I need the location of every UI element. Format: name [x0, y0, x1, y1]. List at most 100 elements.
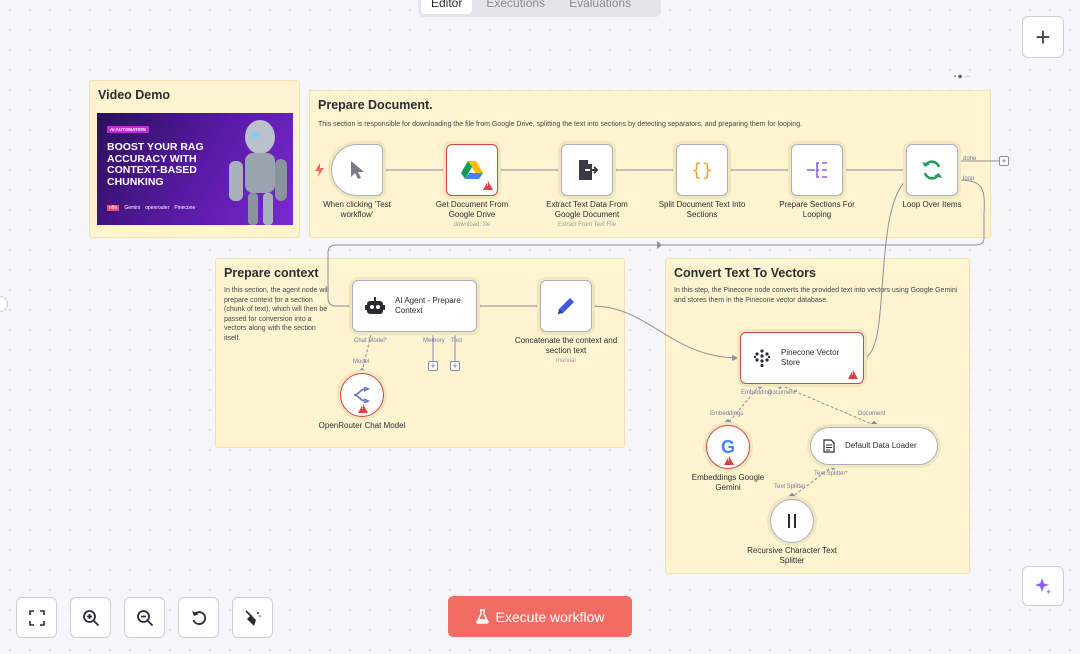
- flask-icon: [475, 609, 489, 624]
- tab-editor[interactable]: Editor: [421, 0, 473, 14]
- sticky-video-demo[interactable]: Video Demo AI AUTOMATION BOOST YOUR RAG …: [89, 80, 300, 238]
- loop-arrows-icon: [922, 160, 942, 180]
- fit-view-button[interactable]: [16, 597, 57, 638]
- logo-pinecone: Pinecone: [174, 205, 196, 211]
- node-subtitle: Extract From Text File: [557, 222, 617, 228]
- add-node-button[interactable]: +: [1022, 16, 1064, 58]
- node-recursive-splitter[interactable]: [770, 499, 814, 543]
- trigger-bolt-icon: [315, 163, 324, 177]
- thumbnail-headline: BOOST YOUR RAG ACCURACY WITH CONTEXT-BAS…: [107, 141, 204, 188]
- node-concatenate[interactable]: [540, 280, 592, 332]
- output-loop-label: loop: [963, 176, 975, 182]
- google-g-icon: G: [720, 436, 735, 457]
- tab-executions[interactable]: Executions: [486, 0, 546, 10]
- tidy-up-button[interactable]: [232, 597, 273, 638]
- robot-icon: [365, 297, 385, 314]
- node-extract-text[interactable]: [561, 144, 613, 196]
- node-label: OpenRouter Chat Model: [318, 421, 406, 430]
- robot-illustration-icon: [229, 120, 287, 225]
- handle-document-input-label: Document: [858, 411, 886, 417]
- node-subtitle: manual: [556, 358, 576, 364]
- sticky-title: Prepare context: [224, 266, 319, 280]
- node-openrouter[interactable]: [340, 373, 384, 417]
- reset-zoom-button[interactable]: [178, 597, 219, 638]
- connection-chat-model: [361, 329, 373, 373]
- connection-loop-back: [327, 179, 985, 307]
- node-label: Embeddings Google Gemini: [691, 473, 765, 492]
- node-label: Split Document Text Into Sections: [658, 200, 746, 219]
- ai-assistant-button[interactable]: [1022, 566, 1064, 606]
- node-ai-agent[interactable]: AI Agent - Prepare Context: [352, 280, 477, 332]
- code-braces-icon: {}: [691, 159, 713, 181]
- warning-icon: [848, 370, 858, 379]
- view-tabs: Editor Executions Evaluations: [418, 0, 661, 17]
- thumbnail-badge: AI AUTOMATION: [107, 126, 149, 133]
- handle-embeddings-label: Embeddings: [710, 411, 744, 417]
- sticky-prepare-document[interactable]: Prepare Document. This section is respon…: [309, 90, 991, 238]
- thumbnail-logos: n8n Gemini openrouter Pinecone: [107, 205, 195, 211]
- handle-text-splitter-label: Text Splitter*: [814, 471, 848, 477]
- connection-pinecone-loop: [863, 179, 907, 359]
- broom-icon: [244, 609, 261, 626]
- warning-icon: [358, 404, 368, 413]
- connection-splitter: [791, 465, 834, 498]
- zoom-out-button[interactable]: [124, 597, 165, 638]
- handle-memory-label: Memory: [423, 338, 445, 344]
- warning-icon: [483, 181, 493, 190]
- handle-tool-label: Tool: [451, 338, 463, 344]
- sticky-title: Convert Text To Vectors: [674, 266, 816, 280]
- sticky-description: In this section, the agent node will pre…: [224, 287, 330, 342]
- node-loop-over-items[interactable]: [906, 144, 958, 196]
- handle-chat-model-label: Chat Model*: [354, 338, 388, 344]
- node-embeddings-gemini[interactable]: G: [706, 425, 750, 469]
- sticky-description: In this step, the Pinecone node converts…: [674, 287, 958, 304]
- fullscreen-icon: [28, 609, 45, 626]
- add-memory-button[interactable]: +: [428, 361, 438, 371]
- connection-document: [779, 384, 875, 426]
- node-pinecone[interactable]: Pinecone Vector Store: [740, 332, 864, 384]
- node-label: Loop Over Items: [902, 200, 962, 209]
- execute-label: Execute workflow: [495, 608, 605, 625]
- pencil-icon: [558, 298, 574, 314]
- undo-icon: [191, 610, 206, 625]
- cursor-icon: [351, 161, 364, 179]
- node-label: Prepare Sections For Looping: [779, 200, 855, 219]
- zoom-out-icon: [136, 609, 153, 626]
- connection-embeddings: [727, 384, 761, 424]
- add-tool-button[interactable]: +: [450, 361, 460, 371]
- node-label: Default Data Loader: [845, 441, 917, 450]
- sticky-description: This section is responsible for download…: [318, 121, 803, 128]
- node-label: Extract Text Data From Google Document: [546, 200, 628, 219]
- zoom-in-button[interactable]: [70, 597, 111, 638]
- add-node-done-button[interactable]: +: [999, 156, 1009, 166]
- logo-gemini: Gemini: [124, 205, 141, 211]
- video-thumbnail[interactable]: AI AUTOMATION BOOST YOUR RAG ACCURACY WI…: [97, 113, 293, 225]
- execute-workflow-button[interactable]: Execute workflow: [448, 596, 632, 637]
- file-export-icon: [579, 160, 598, 180]
- sticky-title: Video Demo: [98, 88, 171, 102]
- logo-openrouter: openrouter: [145, 205, 170, 211]
- splitter-bars-icon: [788, 514, 796, 528]
- sticky-convert-vectors[interactable]: Convert Text To Vectors In this step, th…: [665, 258, 970, 574]
- node-google-drive[interactable]: [446, 144, 498, 196]
- zoom-in-icon: [82, 609, 99, 626]
- tab-evaluations[interactable]: Evaluations: [569, 0, 632, 10]
- node-split-sections[interactable]: {}: [676, 144, 728, 196]
- sparkle-icon: [1035, 578, 1051, 595]
- openrouter-icon: [353, 387, 371, 403]
- sticky-options-menu[interactable]: ▪ ◆ ···: [954, 74, 971, 80]
- handle-splitter-output-label: Text Splitter: [774, 484, 806, 490]
- node-prepare-looping[interactable]: [791, 144, 843, 196]
- document-icon: [823, 439, 835, 453]
- logo-n8n: n8n: [107, 205, 120, 211]
- connection-concat-pinecone: [591, 305, 741, 359]
- node-subtitle: download: file: [453, 222, 491, 228]
- node-label: AI Agent - Prepare Context: [395, 296, 461, 315]
- node-label: Concatenate the context and section text: [514, 336, 618, 355]
- node-data-loader[interactable]: Default Data Loader: [810, 427, 938, 465]
- node-manual-trigger[interactable]: [331, 144, 383, 196]
- google-drive-icon: [461, 161, 483, 179]
- split-out-icon: [807, 162, 827, 178]
- pinecone-icon: [753, 349, 771, 367]
- warning-icon: [724, 456, 734, 465]
